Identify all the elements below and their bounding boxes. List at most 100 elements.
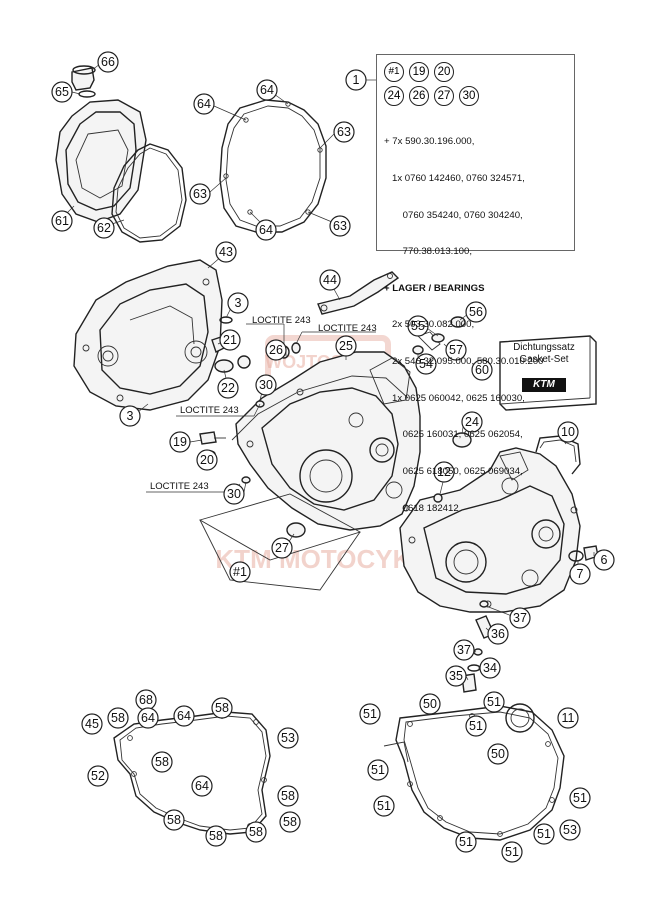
svg-text:53: 53 bbox=[281, 731, 295, 745]
loctite-label: LOCTITE 243 bbox=[180, 405, 239, 416]
clutch-cover bbox=[73, 259, 223, 411]
crankcase-gasket bbox=[198, 493, 362, 591]
gasket-set-label-de: Dichtungssatz bbox=[513, 342, 575, 353]
callout: 25 bbox=[335, 335, 357, 357]
svg-text:56: 56 bbox=[469, 305, 483, 319]
loctite-label: LOCTITE 243 bbox=[252, 315, 311, 326]
legend-box bbox=[376, 54, 575, 251]
svg-text:51: 51 bbox=[371, 763, 385, 777]
svg-text:20: 20 bbox=[200, 453, 214, 467]
crankcase-gasket-bottom-right bbox=[383, 703, 565, 841]
svg-text:52: 52 bbox=[91, 769, 105, 783]
gasket-set-label-en: Gasket-Set bbox=[519, 354, 569, 365]
svg-text:51: 51 bbox=[505, 845, 519, 859]
callout: 51 bbox=[367, 759, 389, 781]
svg-text:63: 63 bbox=[333, 219, 347, 233]
svg-text:43: 43 bbox=[219, 245, 233, 259]
right-crankcase-half bbox=[399, 447, 581, 613]
callout: 43 bbox=[215, 241, 237, 263]
legend-heading-bearings: + LAGER / BEARINGS bbox=[384, 282, 485, 294]
svg-text:64: 64 bbox=[197, 97, 211, 111]
callout: 58 bbox=[151, 751, 173, 773]
callout: 27 bbox=[271, 537, 293, 559]
callout: 51 bbox=[501, 841, 523, 863]
loctite-label: LOCTITE 243 bbox=[318, 323, 377, 334]
legend-set-number: 30 bbox=[459, 86, 479, 106]
gasket-set-box bbox=[499, 335, 597, 411]
callout: 37 bbox=[453, 639, 475, 661]
small-parts-mid bbox=[199, 342, 472, 538]
svg-text:51: 51 bbox=[573, 791, 587, 805]
svg-text:64: 64 bbox=[141, 711, 155, 725]
right-side-small-parts bbox=[433, 493, 599, 693]
callout: 58 bbox=[107, 707, 129, 729]
svg-text:51: 51 bbox=[487, 695, 501, 709]
svg-text:57: 57 bbox=[449, 343, 463, 357]
callout: #1 bbox=[229, 561, 251, 583]
callout: 30 bbox=[255, 374, 277, 396]
callout: 64 bbox=[255, 219, 277, 241]
ignition-cover bbox=[55, 99, 147, 223]
callout: 64 bbox=[193, 93, 215, 115]
loctite-label: LOCTITE 243 bbox=[150, 481, 209, 492]
legend-set-number: 24 bbox=[384, 86, 404, 106]
svg-text:58: 58 bbox=[215, 701, 229, 715]
callout: 65 bbox=[51, 81, 73, 103]
crankcase-gasket-left bbox=[231, 375, 409, 441]
svg-text:36: 36 bbox=[491, 627, 505, 641]
callout: 63 bbox=[333, 121, 355, 143]
callout: 58 bbox=[245, 821, 267, 843]
svg-text:24: 24 bbox=[465, 415, 479, 429]
legend-set-number: 20 bbox=[434, 62, 454, 82]
svg-text:26: 26 bbox=[269, 343, 283, 357]
svg-text:64: 64 bbox=[260, 83, 274, 97]
svg-text:64: 64 bbox=[195, 779, 209, 793]
svg-text:10: 10 bbox=[561, 425, 575, 439]
svg-text:50: 50 bbox=[423, 697, 437, 711]
callout: 51 bbox=[373, 795, 395, 817]
legend-main-callout: 1 bbox=[345, 69, 367, 91]
callout: 21 bbox=[219, 329, 241, 351]
legend-line: 0618 182412 bbox=[384, 502, 459, 514]
svg-text:50: 50 bbox=[491, 747, 505, 761]
callout: 58 bbox=[163, 809, 185, 831]
clutch-cover-gasket-bottom bbox=[113, 711, 271, 835]
callout: 63 bbox=[329, 215, 351, 237]
callout: 57 bbox=[445, 339, 467, 361]
callout: 3 bbox=[227, 292, 249, 314]
svg-text:60: 60 bbox=[475, 363, 489, 377]
svg-text:53: 53 bbox=[563, 823, 577, 837]
svg-text:3: 3 bbox=[235, 296, 242, 310]
svg-text:34: 34 bbox=[483, 661, 497, 675]
callout: 58 bbox=[211, 697, 233, 719]
callout: 55 bbox=[407, 315, 429, 337]
callout: 62 bbox=[93, 217, 115, 239]
svg-text:11: 11 bbox=[562, 711, 575, 725]
callout: 7 bbox=[569, 563, 591, 585]
callout: 51 bbox=[533, 823, 555, 845]
legend-line: 2x 546.32.095.000, 580.30.010.200 bbox=[384, 356, 544, 368]
legend-line: 0760 354240, 0760 304240, bbox=[384, 209, 523, 221]
callout: 54 bbox=[415, 353, 437, 375]
svg-text:3: 3 bbox=[127, 409, 134, 423]
callout: 11 bbox=[557, 707, 579, 729]
legend-line: 770.38.013.100, bbox=[384, 246, 473, 258]
svg-text:65: 65 bbox=[55, 85, 69, 99]
callout: 51 bbox=[569, 787, 591, 809]
svg-text:51: 51 bbox=[363, 707, 377, 721]
callout: 37 bbox=[509, 607, 531, 629]
callout: 24 bbox=[461, 411, 483, 433]
legend-line: 1x 0625 060042, 0625 160030, bbox=[384, 392, 525, 404]
callout: 20 bbox=[196, 449, 218, 471]
callout: 35 bbox=[445, 665, 467, 687]
callout: 64 bbox=[137, 707, 159, 729]
callout: 53 bbox=[277, 727, 299, 749]
legend-set-number: 27 bbox=[434, 86, 454, 106]
svg-text:51: 51 bbox=[459, 835, 473, 849]
callout: 50 bbox=[487, 743, 509, 765]
callout: 19 bbox=[169, 431, 191, 453]
svg-text:37: 37 bbox=[513, 611, 527, 625]
callout: 61 bbox=[51, 210, 73, 232]
callout: 50 bbox=[419, 693, 441, 715]
svg-text:55: 55 bbox=[411, 319, 425, 333]
